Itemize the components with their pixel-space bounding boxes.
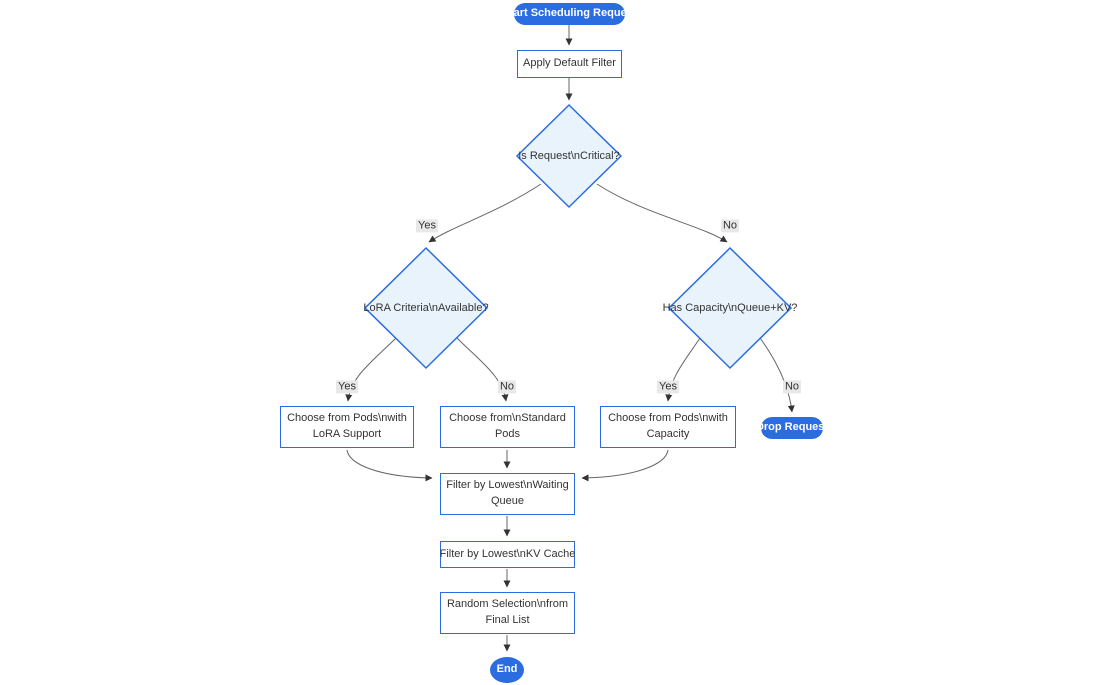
decision-is-critical-shape — [515, 103, 623, 209]
edge-critical-no-to-capacity — [596, 183, 728, 243]
edge-pods-capacity-to-filter-waiting — [581, 449, 669, 482]
node-filter-lowest-waiting-queue: Filter by Lowest\nWaiting Queue — [440, 473, 575, 515]
edge-label-lora-no: No — [497, 380, 517, 394]
edge-label-capacity-yes: Yes — [657, 380, 679, 394]
node-apply-default-filter: Apply Default Filter — [517, 50, 622, 78]
edge-lora-yes-to-pods-lora — [345, 337, 397, 402]
node-is-request-critical: Is Request\nCritical? — [518, 150, 620, 162]
node-choose-pods-capacity: Choose from Pods\nwith Capacity — [600, 406, 736, 448]
edge-pods-lora-to-filter-waiting — [346, 449, 433, 482]
edge-label-critical-no: No — [720, 219, 740, 233]
edge-label-lora-yes: Yes — [336, 380, 358, 394]
node-choose-pods-lora-support: Choose from Pods\nwith LoRA Support — [280, 406, 414, 448]
node-lora-criteria-available: LoRA Criteria\nAvailable? — [363, 302, 489, 314]
node-drop-request: Drop Request — [756, 417, 828, 439]
node-has-capacity-queue-kv: Has Capacity\nQueue+KV? — [662, 302, 798, 314]
edge-capacity-no-to-drop — [759, 337, 795, 413]
decision-lora-criteria-shape — [363, 246, 489, 370]
node-start: Start Scheduling Request — [503, 3, 636, 25]
edge-label-capacity-no: No — [782, 380, 802, 394]
decision-has-capacity-shape — [667, 246, 793, 370]
edge-lora-no-to-pods-standard — [456, 337, 509, 402]
node-filter-lowest-kv-cache: Filter by Lowest\nKV Cache — [440, 541, 575, 568]
node-random-selection-final-list: Random Selection\nfrom Final List — [440, 592, 575, 634]
node-choose-standard-pods: Choose from\nStandard Pods — [440, 406, 575, 448]
node-end: End — [490, 657, 524, 683]
edge-critical-yes-to-lora — [428, 183, 542, 243]
edge-capacity-yes-to-pods-capacity — [665, 337, 701, 402]
edge-label-critical-yes: Yes — [416, 219, 438, 233]
